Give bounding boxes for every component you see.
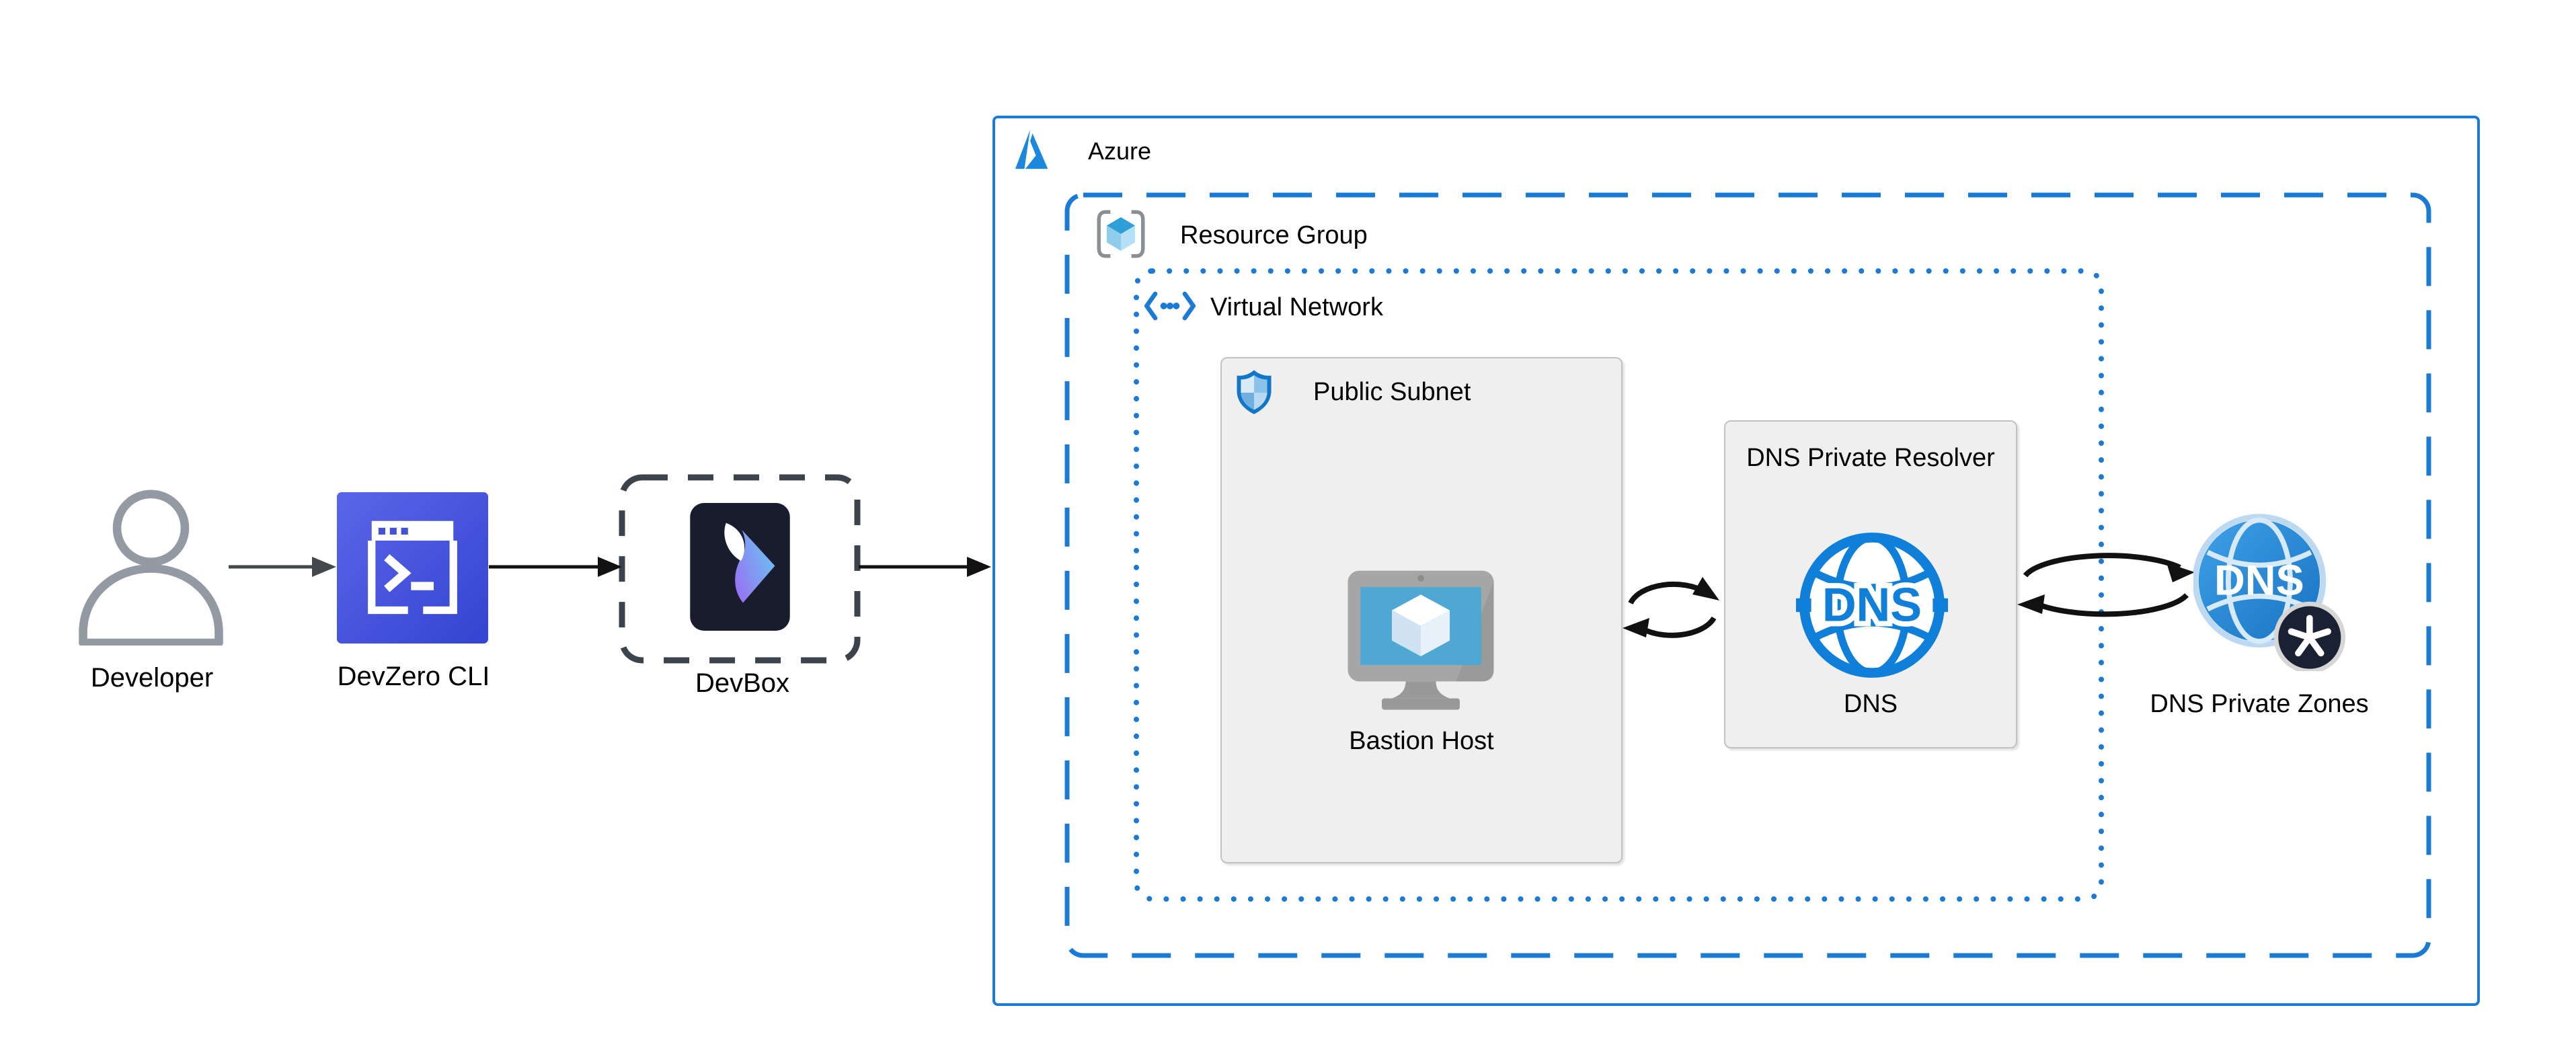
dns-private-zones-label: DNS Private Zones [2150, 690, 2369, 718]
arrow-devzero-to-devbox[interactable] [489, 557, 622, 577]
svg-text:DNS: DNS [1822, 579, 1922, 631]
devbox-logo-icon [690, 503, 790, 631]
terminal-icon [337, 492, 488, 644]
devzero-cli-label: DevZero CLI [337, 662, 490, 691]
virtual-network-label: Virtual Network [1210, 293, 1383, 321]
devzero-cli-node[interactable] [336, 492, 489, 644]
dns-label: DNS [1843, 690, 1898, 718]
bastion-host-label: Bastion Host [1349, 727, 1494, 755]
dns-private-zones-node[interactable]: DNS [2193, 510, 2355, 671]
azure-logo-icon [1012, 128, 1055, 171]
public-subnet-label: Public Subnet [1313, 378, 1471, 406]
devbox-label: DevBox [695, 668, 790, 698]
arrow-developer-to-devzero[interactable] [229, 557, 336, 577]
person-icon [79, 490, 223, 646]
resource-group-label: Resource Group [1180, 221, 1368, 249]
dns-node[interactable]: DNS DNS [1796, 529, 1948, 681]
virtual-network-icon [1143, 289, 1197, 323]
dns-private-resolver-label: DNS Private Resolver [1746, 444, 1995, 472]
developer-label: Developer [90, 663, 214, 693]
asterisk-badge-icon [2273, 601, 2346, 671]
bastion-vm-monitor-icon [1348, 570, 1494, 710]
resource-group-cube-icon [1095, 208, 1147, 260]
devbox-node[interactable] [690, 503, 790, 631]
dns-globe-icon: DNS DNS [1796, 533, 1948, 678]
svg-text:DNS: DNS [1822, 579, 1922, 631]
arrow-devbox-to-azure[interactable] [859, 557, 991, 577]
svg-text:DNS: DNS [2214, 557, 2304, 604]
developer-node[interactable] [72, 489, 230, 646]
shield-icon [1235, 367, 1274, 418]
bastion-host-node[interactable] [1345, 568, 1497, 714]
azure-label: Azure [1088, 137, 1152, 165]
